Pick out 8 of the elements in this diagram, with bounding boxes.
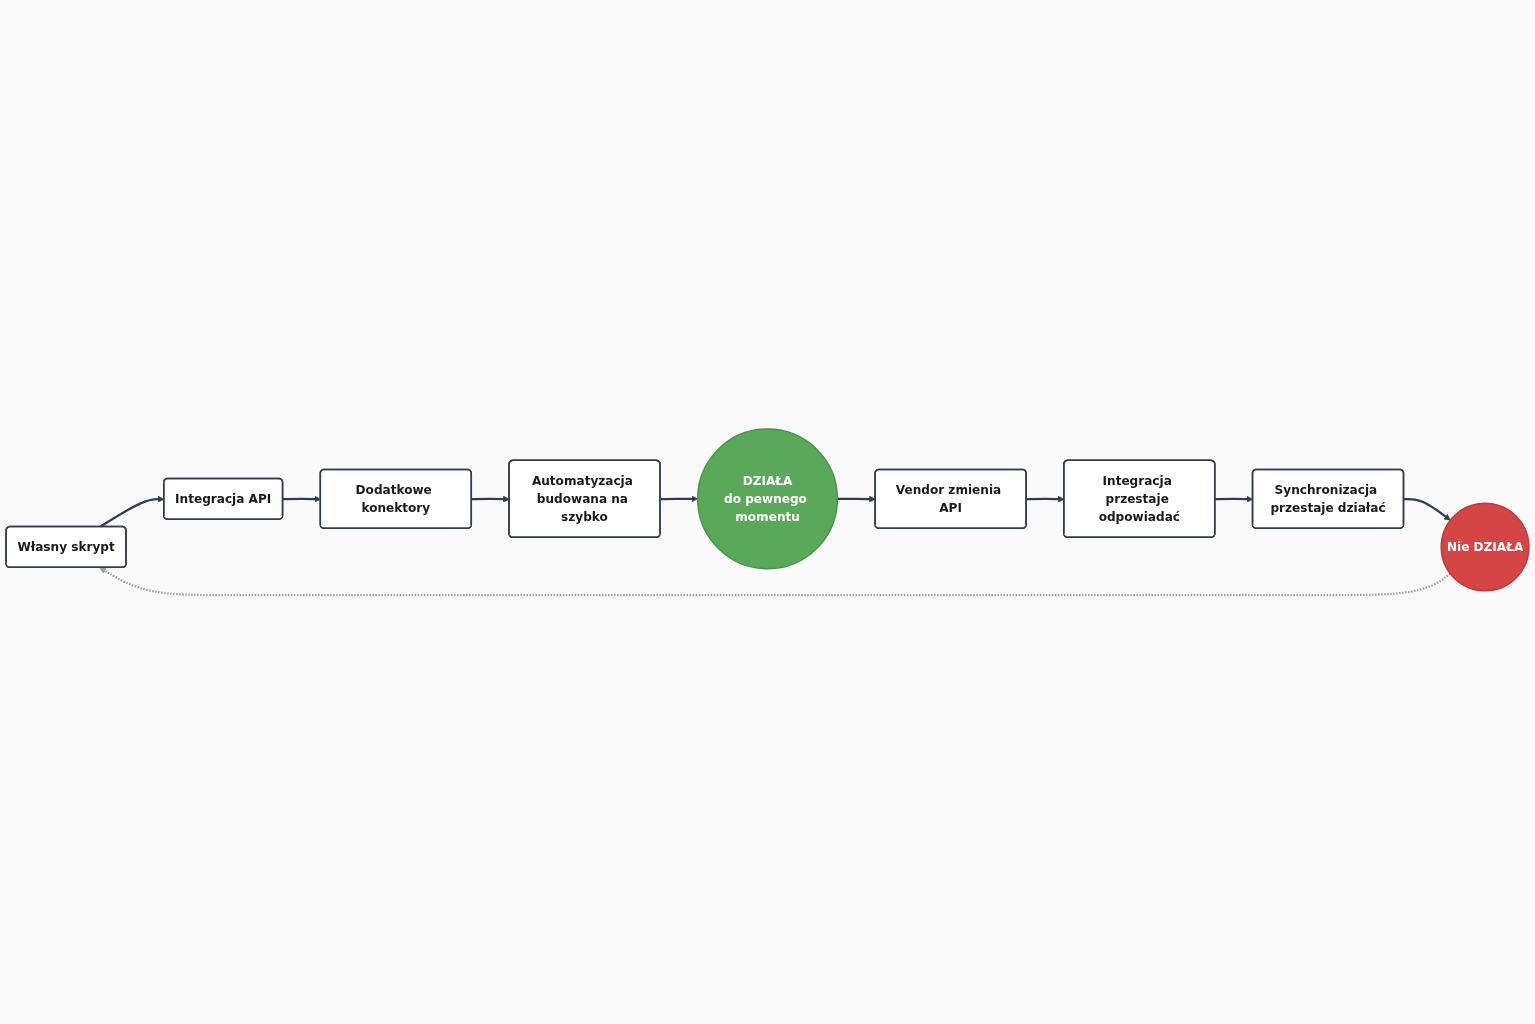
arrow: [1403, 497, 1451, 521]
arrow: [282, 495, 321, 503]
node-circle: DZIAŁA do pewnego momentu: [696, 428, 839, 570]
arrow: [837, 495, 876, 503]
arrow: [471, 495, 510, 503]
arrow: [660, 495, 698, 503]
node-circle: Nie DZIAŁA: [1440, 502, 1530, 592]
arrow: [99, 567, 1451, 597]
